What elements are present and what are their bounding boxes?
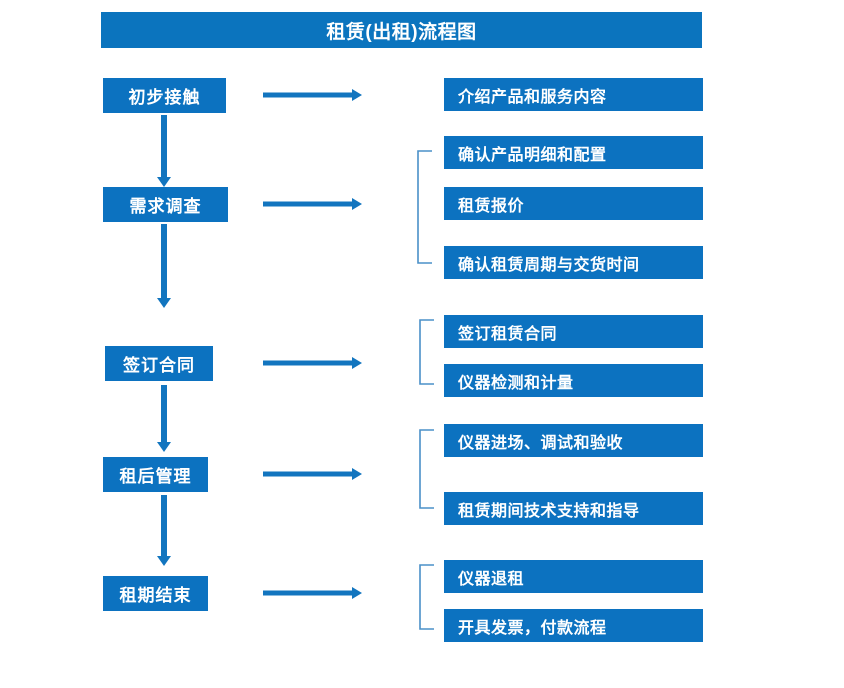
stage-box-4[interactable]: 租后管理 [103,457,208,492]
stage-label: 初步接触 [128,88,201,107]
arrow-down-2 [157,224,171,308]
detail-label: 确认租赁周期与交货时间 [458,256,640,274]
detail-label: 仪器进场、调试和验收 [458,434,624,452]
detail-label: 开具发票，付款流程 [458,619,607,637]
detail-box-3-2[interactable]: 仪器检测和计量 [444,364,703,397]
arrow-right-5 [263,587,362,599]
detail-label: 确认产品明细和配置 [458,146,607,164]
detail-label: 租赁报价 [458,197,525,215]
group-bracket-3 [419,319,434,385]
arrow-right-4 [263,468,362,480]
stage-label: 租期结束 [119,586,192,605]
detail-box-5-2[interactable]: 开具发票，付款流程 [444,609,703,642]
detail-label: 介绍产品和服务内容 [458,88,607,106]
detail-box-3-1[interactable]: 签订租赁合同 [444,315,703,348]
detail-box-2-1[interactable]: 确认产品明细和配置 [444,136,703,169]
detail-box-4-1[interactable]: 仪器进场、调试和验收 [444,424,703,457]
page-title: 租赁(出租)流程图 [101,12,702,48]
arrow-right-1 [263,89,362,101]
group-bracket-5 [419,564,434,630]
detail-box-5-1[interactable]: 仪器退租 [444,560,703,593]
stage-box-3[interactable]: 签订合同 [105,346,213,381]
group-bracket-2 [417,150,432,264]
detail-label: 仪器检测和计量 [458,374,574,392]
arrow-down-3 [157,385,171,452]
arrow-down-1 [157,115,171,187]
detail-box-2-2[interactable]: 租赁报价 [444,187,703,220]
stage-label: 租后管理 [119,467,192,486]
stage-label: 签订合同 [123,356,195,375]
arrow-down-4 [157,495,171,566]
arrow-right-3 [263,357,362,369]
detail-label: 租赁期间技术支持和指导 [458,502,640,520]
detail-box-4-2[interactable]: 租赁期间技术支持和指导 [444,492,703,525]
stage-label: 需求调查 [129,197,202,216]
detail-box-2-3[interactable]: 确认租赁周期与交货时间 [444,246,703,279]
detail-box-1-1[interactable]: 介绍产品和服务内容 [444,78,703,111]
stage-box-5[interactable]: 租期结束 [103,576,208,611]
stage-box-1[interactable]: 初步接触 [103,78,226,113]
stage-box-2[interactable]: 需求调查 [103,187,228,222]
group-bracket-4 [419,429,434,509]
detail-label: 签订租赁合同 [458,325,558,343]
arrow-right-2 [263,198,362,210]
detail-label: 仪器退租 [458,570,525,588]
